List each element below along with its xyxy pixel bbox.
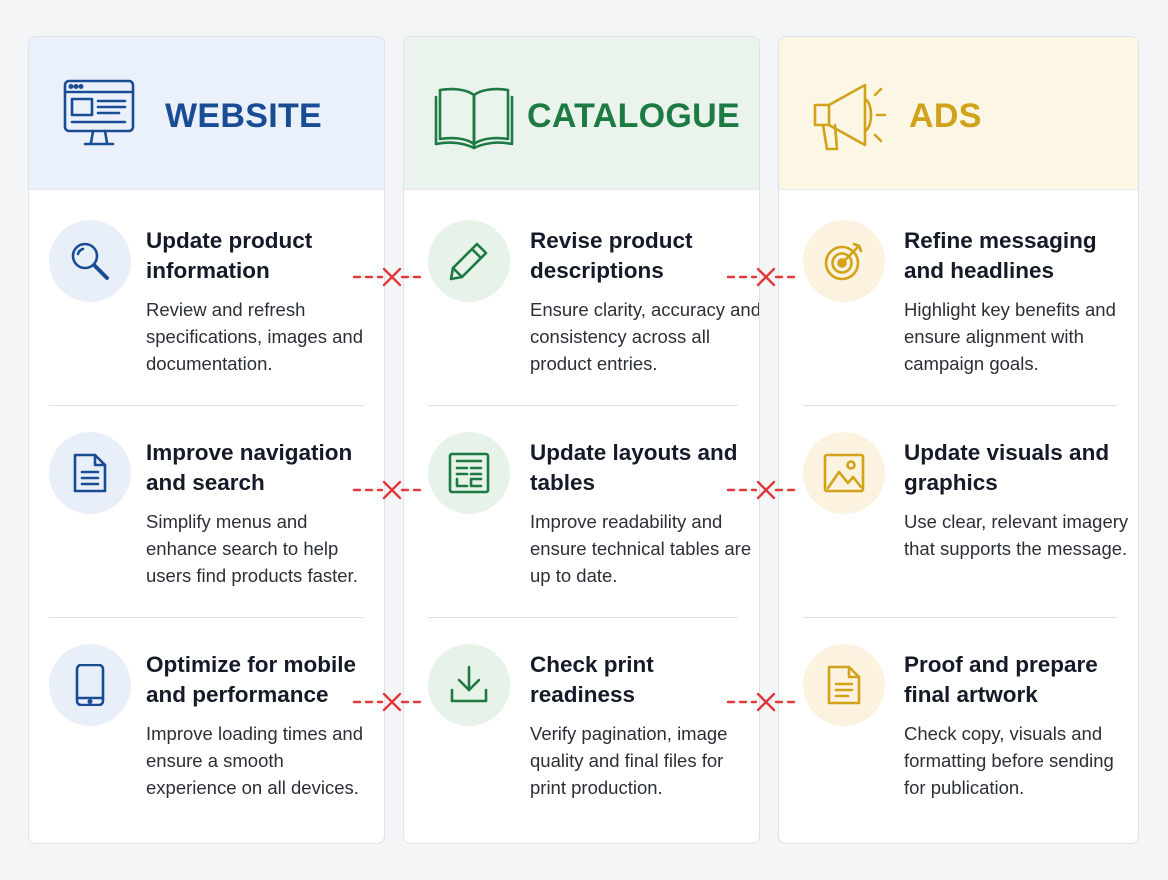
divider — [428, 405, 738, 406]
task-description: Improve readability and ensure technical… — [530, 511, 752, 586]
task-description: Improve loading times and ensure a smoot… — [146, 723, 363, 798]
task-description: Highlight key benefits and ensure alignm… — [904, 299, 1116, 374]
task-title: Refine messaging and headlines — [904, 228, 1097, 283]
column-catalogue: CATALOGUE Revise product descriptions En… — [403, 36, 760, 844]
divider — [803, 617, 1117, 618]
monitor-icon — [63, 79, 135, 146]
divider — [49, 617, 363, 618]
task-card: Refine messaging and headlines Highlight… — [779, 190, 1138, 402]
task-card: Optimize for mobile and performance Impr… — [29, 614, 384, 826]
connector-x-icon — [352, 480, 422, 500]
task-card: Check print readiness Verify pagination,… — [404, 614, 759, 826]
task-description: Verify pagination, image quality and fin… — [530, 723, 728, 798]
connector-x-icon — [352, 692, 422, 712]
column-header-catalogue: CATALOGUE — [404, 37, 759, 190]
column-ads: ADS Refine messaging and headlines Highl… — [778, 36, 1139, 844]
connector-x-icon — [726, 480, 796, 500]
divider — [49, 405, 363, 406]
column-header-ads: ADS — [779, 37, 1138, 190]
connector-x-icon — [352, 267, 422, 287]
task-title: Improve navigation and search — [146, 440, 353, 495]
column-header-website: WEBSITE — [29, 37, 384, 190]
task-card: Update visuals and graphics Use clear, r… — [779, 402, 1138, 614]
document-icon — [73, 453, 107, 493]
column-website: WEBSITE Update product information Revie… — [28, 36, 385, 844]
task-description: Check copy, visuals and formatting befor… — [904, 723, 1114, 798]
task-title: Update layouts and tables — [530, 440, 738, 495]
document-icon — [827, 665, 861, 705]
task-title: Update product information — [146, 228, 313, 283]
divider — [428, 617, 738, 618]
download-icon — [450, 665, 488, 703]
task-card: Improve navigation and search Simplify m… — [29, 402, 384, 614]
magnifier-icon — [71, 242, 109, 280]
column-title-catalogue: CATALOGUE — [527, 97, 740, 135]
task-description: Ensure clarity, accuracy and consistency… — [530, 299, 760, 374]
task-description: Use clear, relevant imagery that support… — [904, 511, 1129, 559]
column-title-website: WEBSITE — [165, 97, 322, 135]
column-title-ads: ADS — [909, 97, 982, 135]
task-card: Update product information Review and re… — [29, 190, 384, 402]
task-card: Revise product descriptions Ensure clari… — [404, 190, 759, 402]
task-title: Proof and prepare final artwork — [904, 652, 1098, 707]
connector-x-icon — [726, 267, 796, 287]
pencil-icon — [449, 242, 488, 281]
task-title: Revise product descriptions — [530, 228, 693, 283]
task-card: Proof and prepare final artwork Check co… — [779, 614, 1138, 826]
divider — [803, 405, 1117, 406]
connector-x-icon — [726, 692, 796, 712]
open-book-icon — [434, 87, 514, 150]
task-title: Update visuals and graphics — [904, 440, 1110, 495]
smartphone-icon — [75, 664, 105, 706]
image-icon — [823, 453, 865, 493]
task-title: Optimize for mobile and performance — [146, 652, 357, 707]
target-icon — [824, 242, 863, 281]
task-title: Check print readiness — [530, 652, 654, 707]
task-card: Update layouts and tables Improve readab… — [404, 402, 759, 614]
task-description: Simplify menus and enhance search to hel… — [146, 511, 358, 586]
megaphone-icon — [813, 83, 887, 151]
task-description: Review and refresh specifications, image… — [146, 299, 363, 374]
layout-table-icon — [448, 452, 490, 494]
